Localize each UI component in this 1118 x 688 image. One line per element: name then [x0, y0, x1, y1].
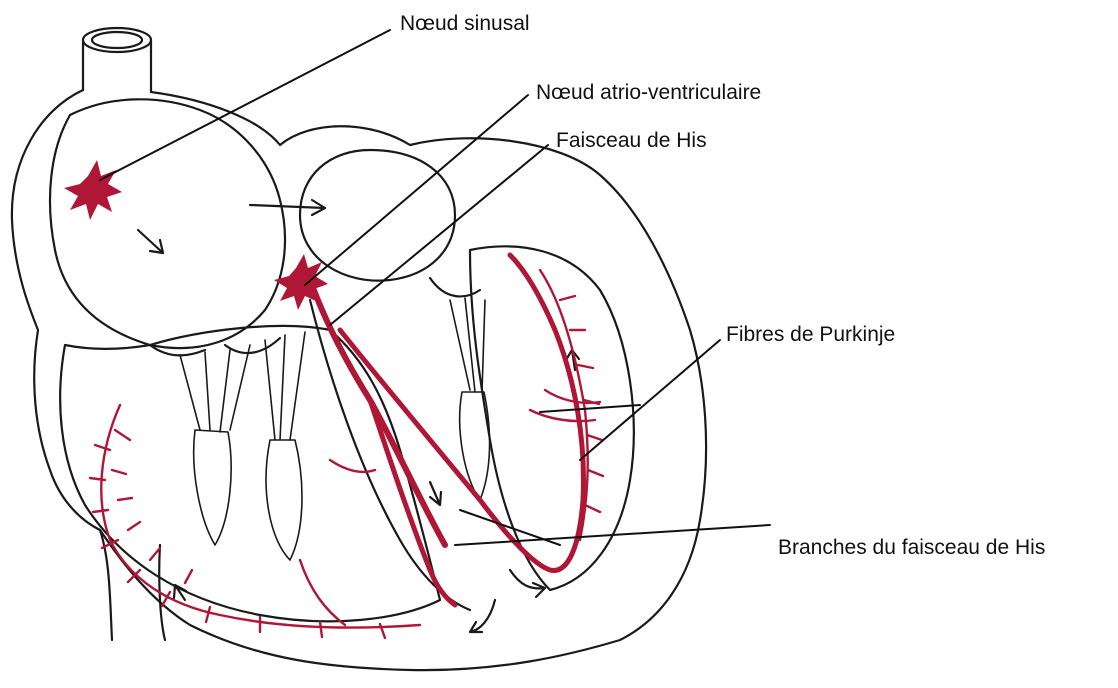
leader-purkinje-1	[580, 340, 720, 460]
label-sinus-node: Nœud sinusal	[400, 13, 530, 34]
flow-arrows	[138, 200, 579, 632]
mitral-valve	[430, 278, 480, 296]
left-atrium	[300, 150, 455, 281]
right-chordae	[180, 332, 305, 560]
inferior-vena-cava	[100, 530, 165, 640]
leader-sinus-node	[100, 30, 390, 180]
label-av-node: Nœud atrio-ventriculaire	[536, 82, 761, 103]
right-atrium	[50, 99, 285, 348]
label-bundle-branches: Branches du faisceau de His	[778, 537, 1045, 558]
label-bundle-of-his: Faisceau de His	[556, 130, 707, 151]
right-ventricle	[60, 326, 440, 621]
label-purkinje-fibers: Fibres de Purkinje	[726, 324, 895, 345]
right-bundle-branch	[370, 400, 455, 605]
superior-vena-cava	[83, 28, 151, 92]
leader-purkinje-2	[540, 405, 640, 412]
sinus-node	[64, 160, 122, 220]
